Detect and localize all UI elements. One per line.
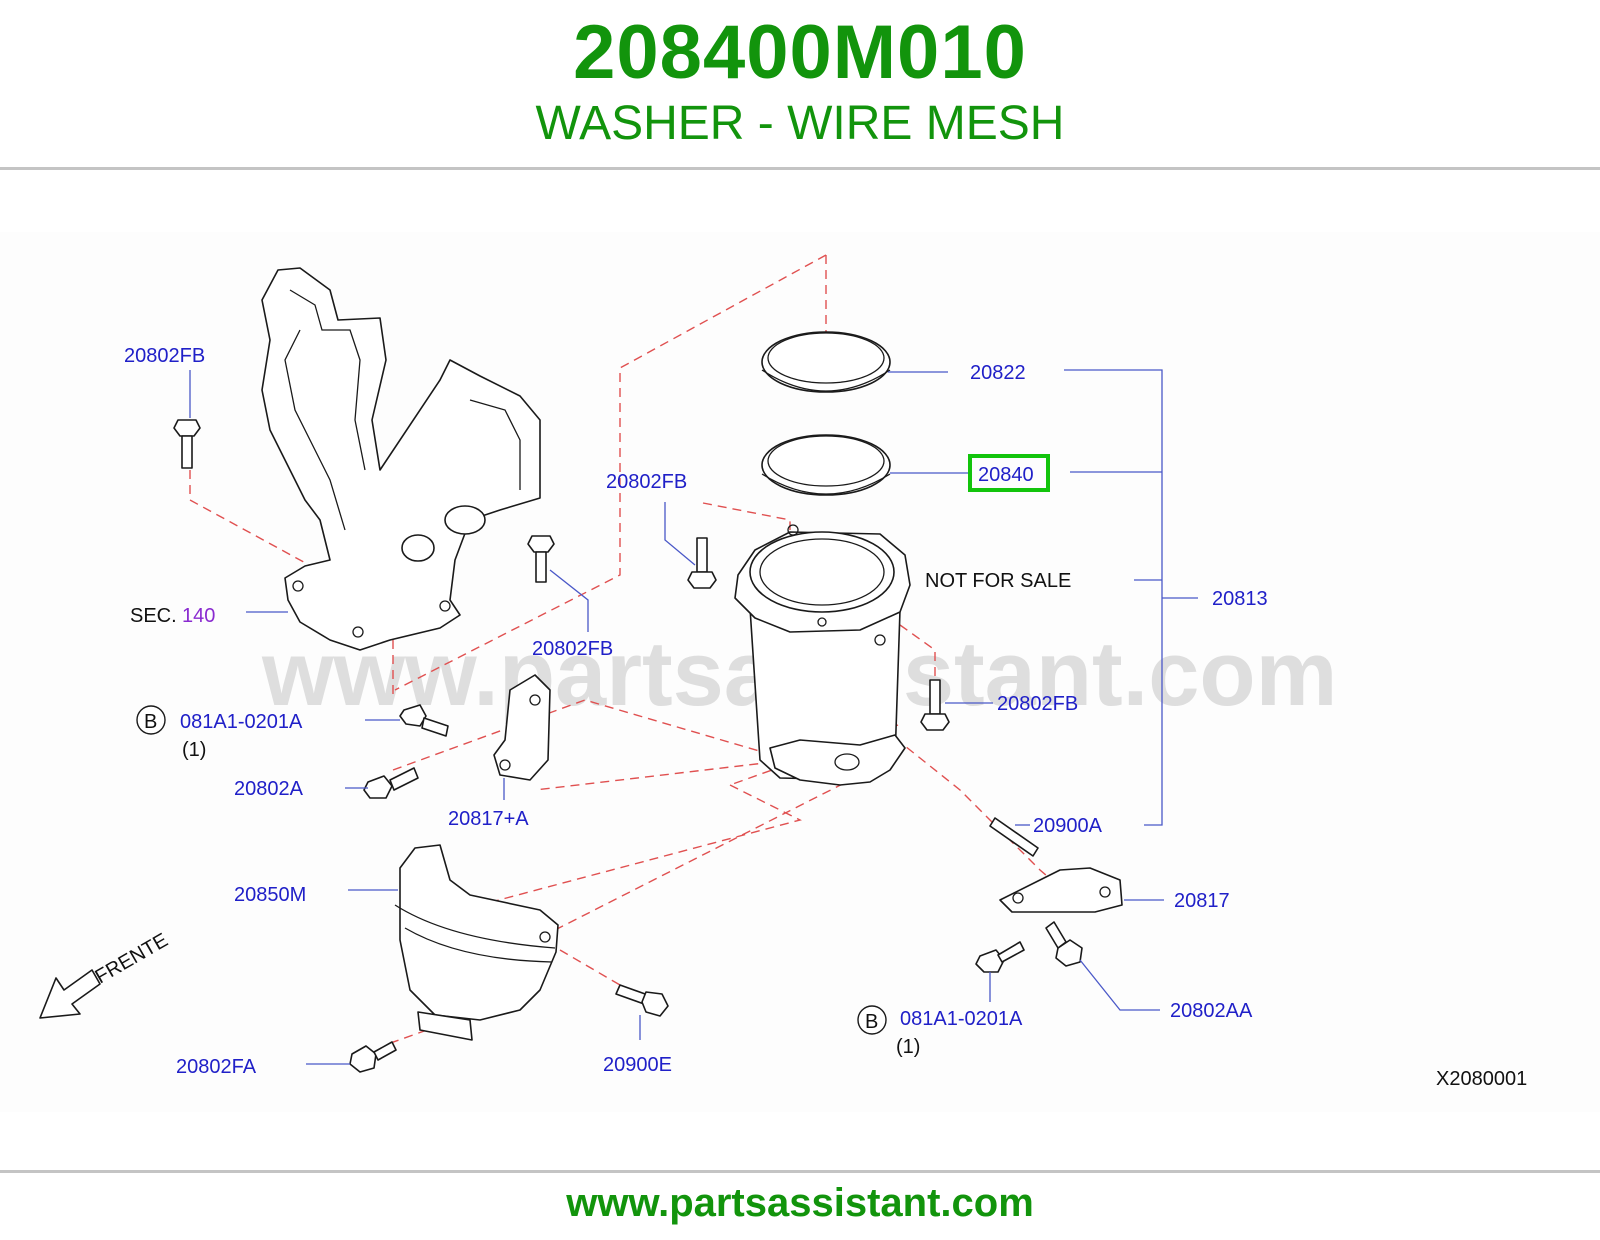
- label-20850M[interactable]: 20850M: [234, 884, 306, 906]
- bracket-20817: [999, 867, 1123, 913]
- label-20802AA[interactable]: 20802AA: [1170, 1000, 1253, 1022]
- bolt-081A1-0201A-left: [399, 704, 449, 737]
- label-20900E[interactable]: 20900E: [603, 1054, 672, 1076]
- label-20840[interactable]: 20840: [978, 464, 1034, 486]
- label-sec-140[interactable]: 140: [182, 605, 215, 627]
- diagram-code: X2080001: [1436, 1068, 1527, 1090]
- label-20802FA[interactable]: 20802FA: [176, 1056, 257, 1078]
- b-badge-left-text: B: [144, 711, 157, 733]
- ring-20822: [761, 331, 891, 393]
- bolt-20802FB-upper-left: [173, 419, 201, 469]
- leader-lines: [189, 369, 1198, 1065]
- label-20802FB-manifold[interactable]: 20802FB: [532, 638, 613, 660]
- stud-20900A: [989, 817, 1039, 857]
- exhaust-manifold-sec140: [261, 267, 541, 651]
- label-20817A[interactable]: 20817+A: [448, 808, 529, 830]
- washer-wire-mesh-20840: [761, 434, 891, 496]
- part-number-title: 208400M010: [573, 10, 1027, 95]
- qty-left: (1): [182, 739, 206, 761]
- page-header: 208400M010 WASHER - WIRE MESH: [0, 0, 1600, 168]
- b-badge-left: [136, 705, 166, 735]
- label-20822[interactable]: 20822: [970, 362, 1026, 384]
- label-20802FB-flange[interactable]: 20802FB: [606, 471, 687, 493]
- bolt-081A1-0201A-right: [975, 941, 1025, 973]
- b-badge-right: [857, 1005, 887, 1035]
- footer-divider: [0, 1170, 1600, 1173]
- catalytic-converter-20813: [734, 524, 911, 786]
- bracket-20817A: [493, 674, 551, 781]
- label-sec-prefix: SEC.: [130, 605, 177, 627]
- label-20900A[interactable]: 20900A: [1033, 815, 1103, 837]
- part-name-subtitle: WASHER - WIRE MESH: [535, 97, 1065, 150]
- footer-site-url[interactable]: www.partsassistant.com: [566, 1181, 1034, 1225]
- b-badge-right-text: B: [865, 1011, 878, 1033]
- label-20817[interactable]: 20817: [1174, 890, 1230, 912]
- label-081A1-0201A-left[interactable]: 081A1-0201A: [180, 711, 303, 733]
- frente-label: FRENTE: [92, 929, 172, 988]
- heat-insulator-20850M: [394, 844, 559, 1041]
- bolt-20802AA: [1045, 921, 1083, 967]
- front-direction-arrow: [39, 969, 101, 1019]
- bolt-20802FB-converter-right: [920, 679, 950, 731]
- label-20802FB-upper-left[interactable]: 20802FB: [124, 345, 205, 367]
- label-20802A[interactable]: 20802A: [234, 778, 304, 800]
- label-20813[interactable]: 20813: [1212, 588, 1268, 610]
- bolt-20802A: [363, 767, 419, 799]
- header-divider: [0, 167, 1600, 170]
- bolt-20802FB-manifold: [527, 535, 555, 583]
- not-for-sale-label: NOT FOR SALE: [925, 570, 1071, 592]
- highlight-box-20840: [968, 454, 1050, 492]
- qty-right: (1): [896, 1036, 920, 1058]
- bolt-20802FA: [349, 1041, 397, 1073]
- bolt-20802FB-converter-flange: [687, 537, 717, 589]
- label-20802FB-right[interactable]: 20802FB: [997, 693, 1078, 715]
- bolt-20900E: [615, 984, 669, 1017]
- label-081A1-0201A-right[interactable]: 081A1-0201A: [900, 1008, 1023, 1030]
